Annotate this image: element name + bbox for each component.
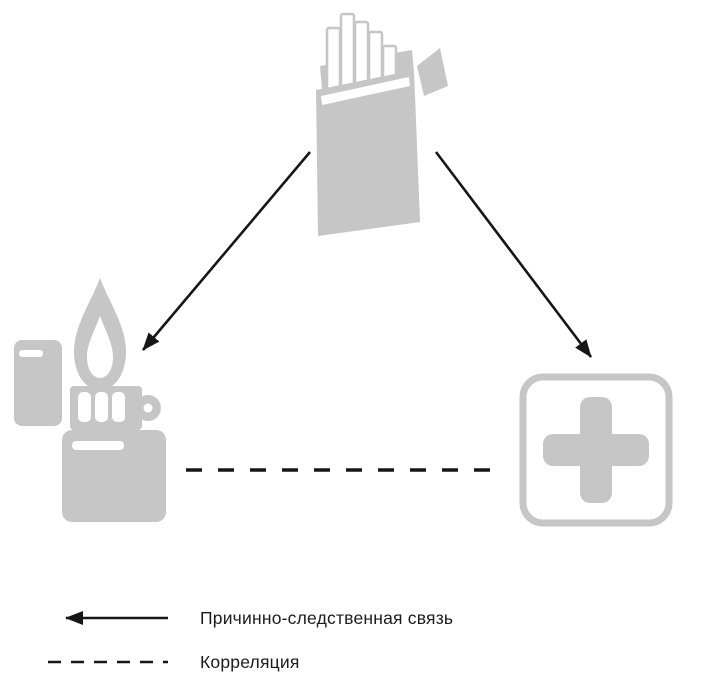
legend-causal-label: Причинно-следственная связь: [200, 608, 454, 628]
causal-arrow-cigarettes-lighter: [142, 151, 311, 351]
causal-arrow-cigarettes-medicine: [434, 151, 593, 358]
medical-cross-icon: [519, 373, 673, 527]
cigarette-pack-icon: [316, 12, 448, 236]
legend-correlation-label: Корреляция: [200, 652, 300, 672]
lighter-icon: [14, 278, 166, 522]
